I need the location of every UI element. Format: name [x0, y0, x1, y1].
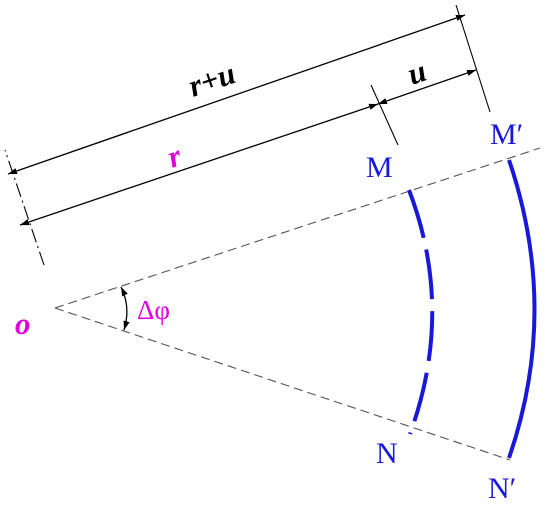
label-u: u	[403, 53, 431, 92]
label-delta-phi: Δφ	[137, 295, 170, 325]
extension-line-M	[370, 84, 399, 146]
label-N: N	[376, 437, 398, 470]
dimension-line-r	[19, 103, 379, 226]
angle-arc	[120, 286, 130, 331]
lower-radial-dashed-line	[54, 307, 511, 461]
label-M: M	[366, 151, 393, 184]
label-N-prime: N′	[488, 472, 516, 505]
label-r: r	[163, 137, 187, 174]
upper-radial-dashed-line	[54, 147, 541, 309]
label-M-prime: M′	[490, 118, 523, 151]
dimension-line-r-plus-u	[7, 14, 466, 175]
arc-MN-dashed	[407, 189, 435, 435]
arc-M-prime-N-prime-solid	[507, 159, 537, 459]
dimension-line-u	[377, 69, 477, 105]
extension-line-M-prime	[455, 4, 491, 113]
extension-line-origin	[4, 149, 45, 266]
label-origin: o	[15, 306, 31, 341]
